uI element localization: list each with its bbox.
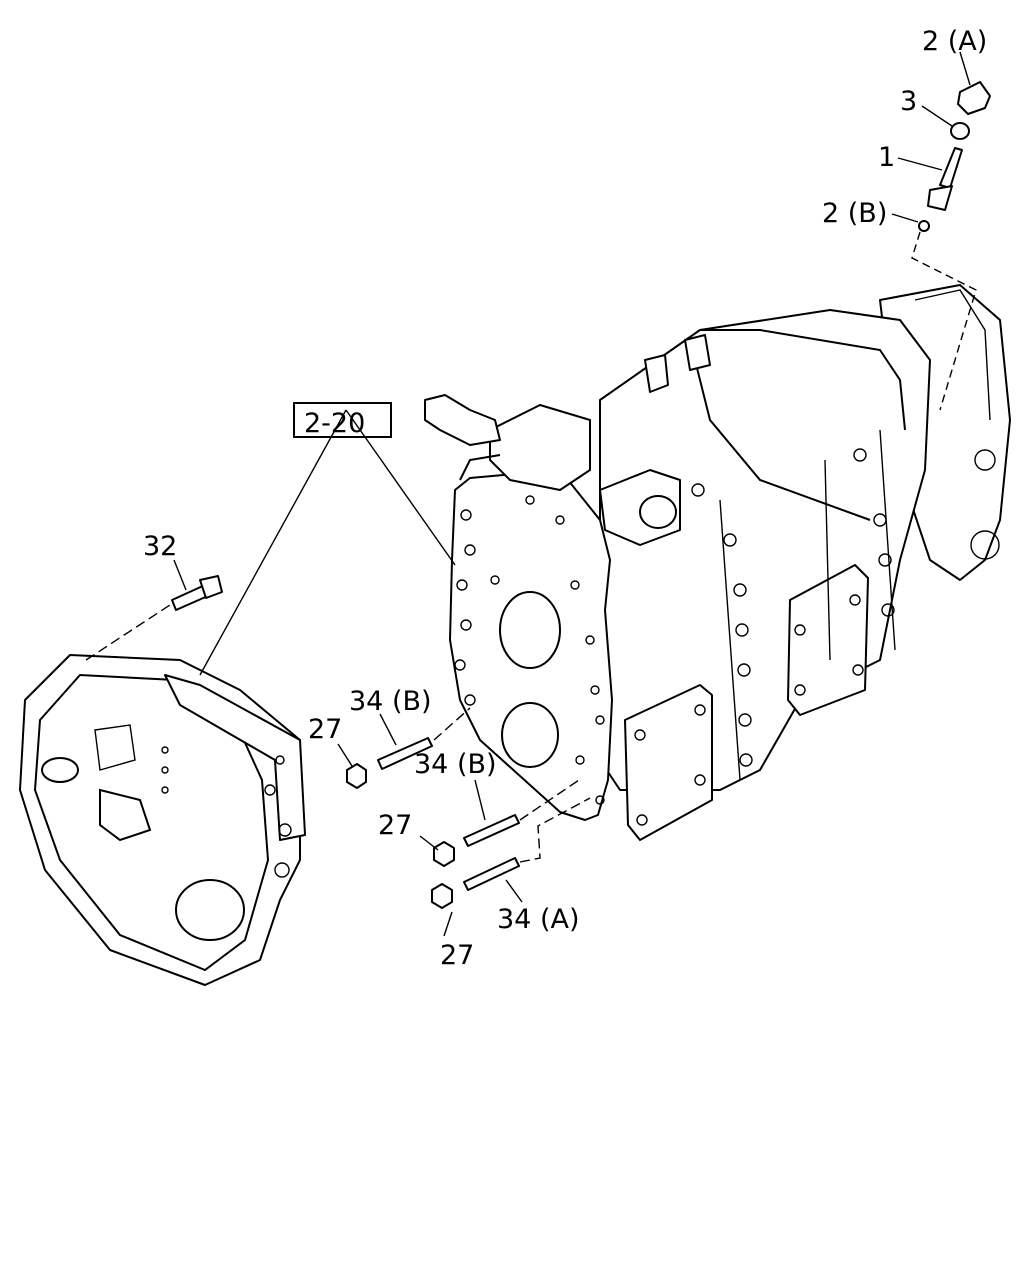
bolt-32	[171, 575, 223, 611]
callout-2b: 2 (B)	[822, 198, 887, 229]
stud-bolts	[377, 737, 520, 891]
sensor-assembly	[911, 81, 991, 411]
callout-27-middle: 27	[378, 810, 412, 841]
callout-3: 3	[900, 86, 917, 117]
transmission-assembly	[424, 284, 1011, 841]
callout-34a: 34 (A)	[497, 904, 579, 935]
callout-27-lower: 27	[440, 940, 474, 971]
callout-1: 1	[878, 142, 895, 173]
reference-box	[293, 402, 392, 438]
callout-27-upper: 27	[308, 714, 342, 745]
callout-2a: 2 (A)	[922, 26, 987, 57]
clutch-housing	[19, 654, 306, 986]
leader-lines	[85, 51, 971, 937]
nuts-27	[346, 763, 455, 909]
callout-2-20: 2-20	[304, 408, 365, 439]
callout-34b-lower: 34 (B)	[414, 749, 497, 780]
callout-34b-upper: 34 (B)	[349, 686, 432, 717]
callout-labels: 2 (A) 3 1 2 (B) 2-20 32 34 (B) 27 34 (B)…	[143, 26, 987, 971]
callout-32: 32	[143, 531, 177, 562]
